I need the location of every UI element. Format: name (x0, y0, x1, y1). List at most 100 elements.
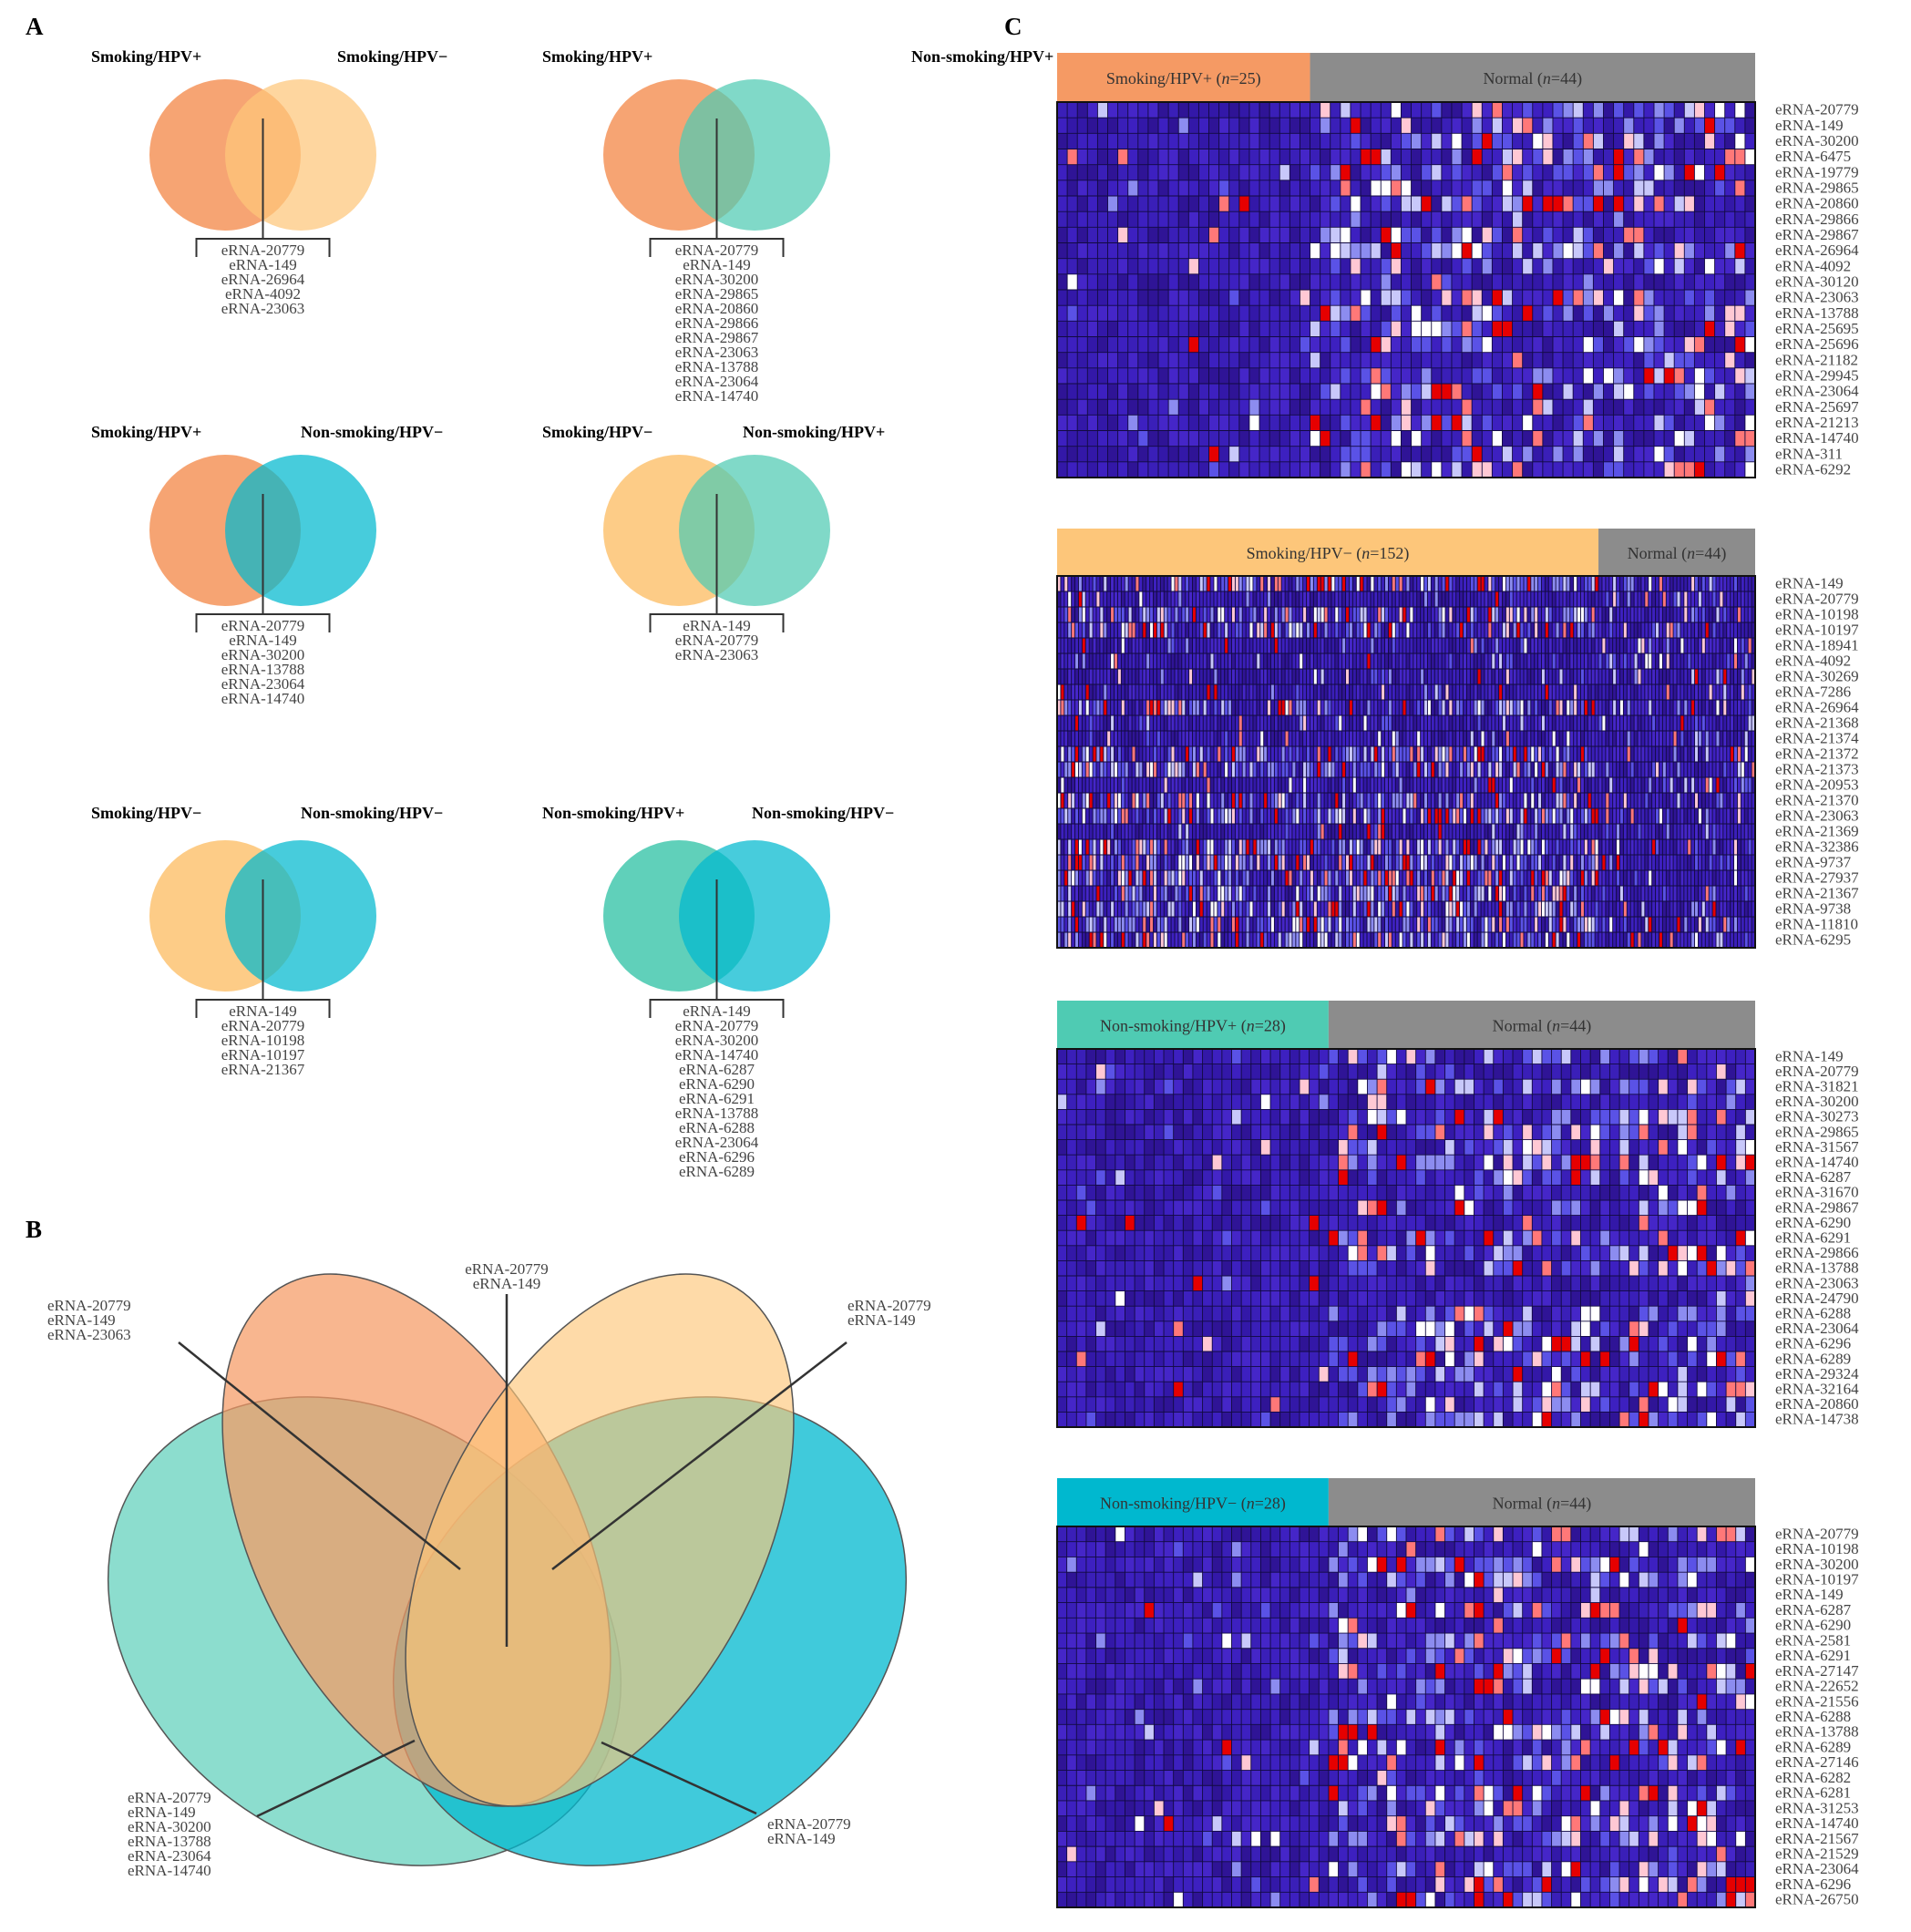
heatmap-group-bar (1057, 529, 1599, 576)
heatmap-cell (1573, 180, 1584, 197)
heatmap-cell (1156, 700, 1161, 716)
heatmap-cell (1313, 622, 1318, 639)
heatmap-cell (1427, 746, 1432, 763)
heatmap-cell (1591, 793, 1596, 809)
heatmap-cell (1694, 102, 1705, 118)
heatmap-cell (1188, 367, 1199, 385)
heatmap-cell (1097, 211, 1108, 228)
heatmap-cell (1644, 777, 1649, 794)
venn-intersection-item: eRNA-6289 (679, 1163, 755, 1180)
heatmap-cell (1324, 715, 1329, 732)
heatmap-cell (1097, 164, 1108, 181)
heatmap-cell (1573, 622, 1577, 639)
heatmap-cell (1593, 290, 1604, 306)
heatmap-cell (1481, 731, 1485, 747)
heatmap-cell (1744, 700, 1749, 716)
heatmap-cell (1530, 576, 1536, 592)
heatmap-cell (1714, 399, 1726, 416)
heatmap-cell (1324, 638, 1329, 654)
heatmap-cell (1448, 576, 1454, 592)
heatmap-cell (1341, 762, 1346, 778)
heatmap-cell (1338, 669, 1343, 685)
heatmap-cell (1623, 384, 1635, 400)
heatmap-cell (1587, 638, 1592, 654)
heatmap-cell (1502, 180, 1513, 197)
heatmap-cell (1605, 591, 1610, 608)
heatmap-cell (1381, 653, 1385, 670)
heatmap-cell (1313, 576, 1318, 592)
heatmap-cell (1451, 258, 1463, 275)
heatmap-cell (1350, 415, 1361, 431)
heatmap-cell (1087, 384, 1098, 400)
heatmap-cell (1082, 746, 1086, 763)
heatmap-cell (1726, 715, 1731, 732)
heatmap-cell (1238, 102, 1250, 118)
heatmap-cell (1741, 684, 1745, 701)
heatmap-cell (1270, 638, 1275, 654)
heatmap-row-label: eRNA-14740 (1775, 429, 1859, 447)
heatmap-cell (1542, 336, 1554, 354)
heatmap-cell (1340, 149, 1351, 166)
heatmap-cell (1110, 591, 1115, 608)
heatmap-cell (1188, 242, 1199, 260)
heatmap-cell (1317, 607, 1321, 623)
heatmap-cell (1752, 746, 1756, 763)
panel-label-a: A (26, 13, 44, 40)
heatmap-cell (1587, 762, 1592, 778)
heatmap-cell (1733, 653, 1738, 670)
heatmap-cell (1552, 622, 1557, 639)
heatmap-cell (1178, 415, 1189, 431)
heatmap-cell (1719, 638, 1724, 654)
heatmap-cell (1259, 180, 1270, 197)
heatmap-cell (1522, 196, 1534, 212)
heatmap-cell (1559, 591, 1564, 608)
heatmap-cell (1217, 746, 1222, 763)
heatmap-cell (1085, 731, 1090, 747)
heatmap-cell (1192, 669, 1197, 685)
heatmap-cell (1057, 715, 1062, 732)
heatmap-cell (1279, 461, 1290, 478)
heatmap-cell (1406, 777, 1411, 794)
heatmap-cell (1690, 731, 1695, 747)
heatmap-cell (1603, 430, 1614, 447)
heatmap-cell (1712, 715, 1717, 732)
heatmap-cell (1724, 211, 1736, 228)
heatmap-cell (1087, 242, 1098, 260)
heatmap-cell (1548, 653, 1553, 670)
heatmap-cell (1644, 762, 1649, 778)
heatmap-cell (1149, 591, 1154, 608)
heatmap-cell (1421, 180, 1433, 197)
heatmap-cell (1651, 793, 1656, 809)
heatmap-cell (1664, 367, 1675, 385)
heatmap-cell (1431, 746, 1435, 763)
heatmap-cell (1411, 367, 1423, 385)
heatmap-cell (1545, 669, 1549, 685)
heatmap-cell (1174, 622, 1179, 639)
heatmap-cell (1748, 653, 1752, 670)
heatmap-cell (1300, 290, 1310, 306)
heatmap-cell (1509, 607, 1514, 623)
heatmap-cell (1238, 669, 1243, 685)
heatmap-cell (1673, 638, 1678, 654)
heatmap-cell (1591, 777, 1596, 794)
heatmap-cell (1492, 399, 1503, 416)
heatmap-cell (1463, 576, 1467, 592)
heatmap-cell (1522, 446, 1534, 463)
heatmap-cell (1556, 715, 1560, 732)
heatmap-cell (1077, 133, 1088, 149)
heatmap-cell (1168, 367, 1179, 385)
heatmap-cell (1117, 258, 1129, 275)
heatmap-cell (1153, 607, 1157, 623)
heatmap-cell (1612, 746, 1617, 763)
heatmap-cell (1487, 653, 1493, 670)
heatmap-cell (1269, 164, 1280, 181)
heatmap-cell (1634, 653, 1639, 670)
heatmap-cell (1495, 777, 1500, 794)
heatmap-cell (1174, 731, 1179, 747)
heatmap-normal-label-n: n (1687, 544, 1695, 562)
heatmap-cell (1477, 622, 1482, 639)
heatmap-cell (1256, 700, 1261, 716)
heatmap-cell (1199, 793, 1204, 809)
heatmap-cell (1612, 731, 1617, 747)
heatmap-cell (1331, 808, 1336, 825)
